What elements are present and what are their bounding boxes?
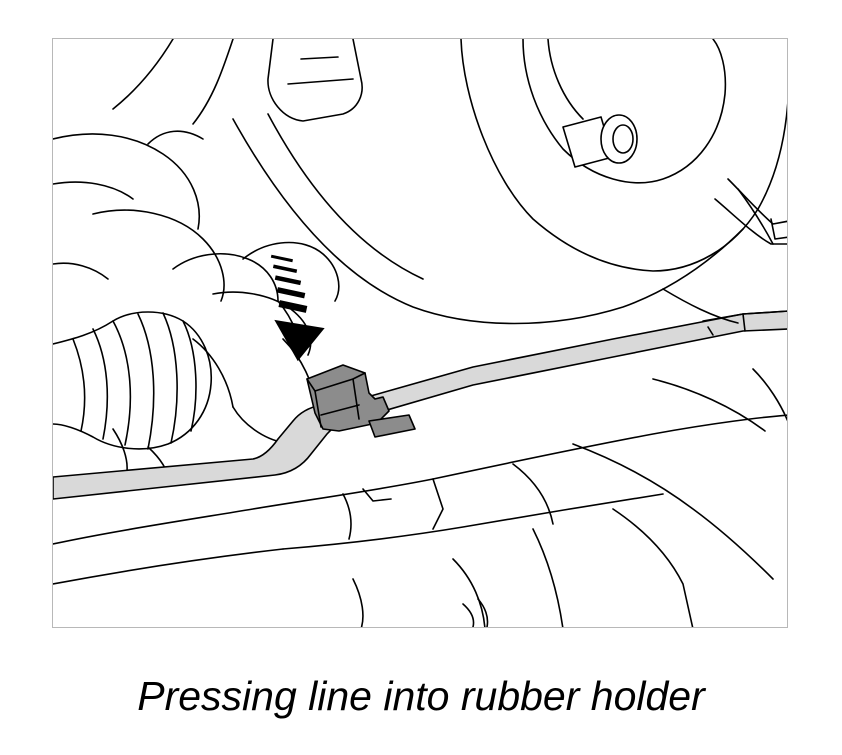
- metal-line: [53, 310, 787, 500]
- hose-fitting: [53, 311, 213, 482]
- line-drawing-illustration: [53, 39, 787, 627]
- illustration-frame: [52, 38, 788, 628]
- right-bracket: [662, 178, 787, 324]
- down-arrow-icon: [270, 254, 325, 362]
- body-panel: [53, 368, 787, 627]
- figure-caption: Pressing line into rubber holder: [137, 673, 705, 719]
- top-connector: [112, 39, 363, 125]
- left-components: [53, 130, 225, 302]
- rubber-holder-icon: [306, 364, 416, 438]
- cylinder-stub: [562, 114, 638, 168]
